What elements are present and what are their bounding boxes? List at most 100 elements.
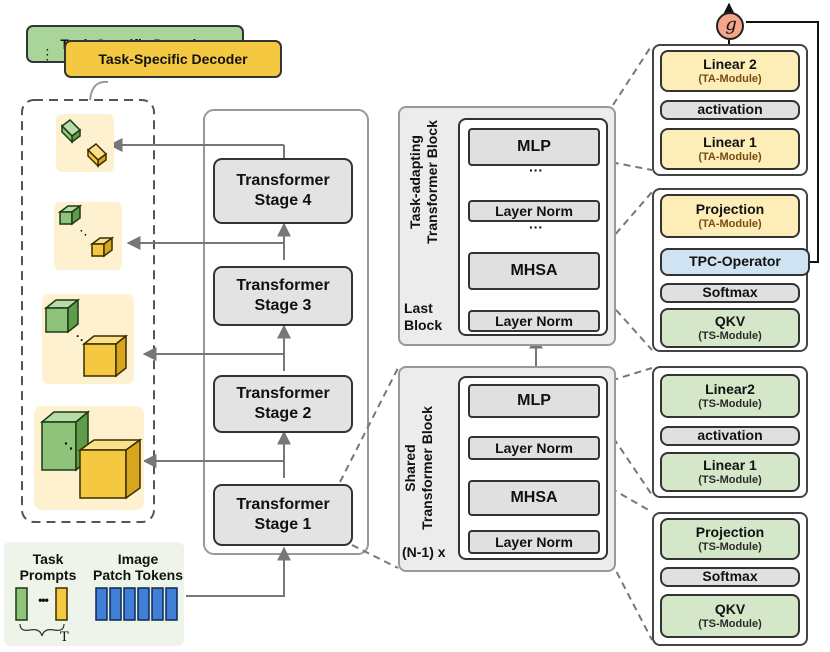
image-token-2 (109, 587, 122, 621)
ta-linear1-sub: (TA-Module) (698, 151, 762, 164)
shared-block-title: Shared Transformer Block (402, 406, 435, 530)
cube-yellow-2 (81, 334, 129, 378)
cube-yellow-4 (86, 143, 108, 168)
stage-4-label: Transformer Stage 4 (236, 172, 330, 209)
transformer-stage-4[interactable]: Transformer Stage 4 (213, 158, 353, 224)
shared-layer-norm-bottom[interactable]: Layer Norm (468, 530, 600, 554)
ta-mlp-label: MLP (517, 138, 551, 155)
shared-softmax-title: Softmax (702, 568, 758, 585)
ta-layer-norm-top-label: Layer Norm (495, 203, 573, 219)
decoder-front-label: Task-Specific Decoder (98, 51, 248, 67)
shared-activation-title: activation (697, 427, 763, 444)
ta-linear2-title: Linear 2 (703, 55, 757, 72)
svg-text:·: · (84, 230, 87, 241)
image-tokens-label: Image Patch Tokens (93, 551, 183, 584)
svg-text:·: · (64, 435, 69, 451)
svg-text:·: · (69, 440, 74, 456)
svg-text:·: · (80, 226, 83, 237)
decoder-front[interactable]: Task-Specific Decoder (64, 40, 282, 78)
shared-qkv-module[interactable]: QKV (TS-Module) (660, 594, 800, 638)
ta-linear1-title: Linear 1 (703, 133, 757, 150)
ta-block-title: Task-adapting Transformer Block (407, 120, 440, 244)
transformer-stage-3[interactable]: Transformer Stage 3 (213, 266, 353, 326)
input-tokens (15, 587, 178, 637)
ta-layer-norm-bottom-label: Layer Norm (495, 313, 573, 329)
svg-text:·: · (80, 333, 84, 347)
t-label: T (60, 630, 69, 645)
cube-green-4 (60, 119, 82, 144)
shared-softmax-module[interactable]: Softmax (660, 567, 800, 587)
feature-pyramid: · · · · · · (34, 114, 144, 510)
cube-green-1 (39, 410, 91, 472)
stage-2-label: Transformer Stage 2 (236, 385, 330, 422)
shared-qkv-title: QKV (714, 600, 746, 617)
image-token-1 (95, 587, 108, 621)
ta-projection-sub: (TA-Module) (698, 218, 762, 231)
ta-dots-upper: ··· (529, 162, 543, 178)
shared-linear1-module[interactable]: Linear 1 (TS-Module) (660, 452, 800, 492)
ta-activation-title: activation (697, 101, 763, 118)
image-token-3 (123, 587, 136, 621)
shared-layer-norm-bottom-label: Layer Norm (495, 534, 573, 550)
shared-activation-module[interactable]: activation (660, 426, 800, 446)
ta-linear1-module[interactable]: Linear 1 (TA-Module) (660, 128, 800, 170)
ta-linear2-sub: (TA-Module) (698, 73, 762, 86)
shared-linear2-title: Linear2 (705, 380, 755, 397)
ta-qkv-title: QKV (714, 312, 746, 329)
shared-linear2-sub: (TS-Module) (698, 398, 762, 411)
shared-mlp-label: MLP (517, 392, 551, 409)
image-token-4 (137, 587, 150, 621)
shared-mhsa-label: MHSA (510, 489, 558, 506)
ta-activation-module[interactable]: activation (660, 100, 800, 120)
tpc-operator-module[interactable]: TPC-Operator (660, 248, 810, 276)
prompt-token-yellow (55, 587, 68, 621)
ta-softmax-title: Softmax (702, 284, 758, 301)
gate-symbol: g (725, 14, 737, 35)
ta-qkv-module[interactable]: QKV (TS-Module) (660, 308, 800, 348)
feature-panel-border (21, 99, 155, 523)
shared-mlp[interactable]: MLP (468, 384, 600, 418)
task-prompts-label: Task Prompts (19, 551, 77, 584)
shared-linear1-title: Linear 1 (703, 456, 757, 473)
ta-mhsa-label: MHSA (510, 262, 558, 279)
image-token-5 (151, 587, 164, 621)
ta-dots-lower: ··· (529, 219, 543, 235)
svg-text:·: · (76, 329, 80, 343)
cube-yellow-1 (77, 438, 143, 500)
shared-projection-sub: (TS-Module) (698, 541, 762, 554)
prompt-brace (19, 623, 65, 637)
cube-green-2 (43, 298, 81, 334)
feature-bg-4 (56, 114, 114, 172)
ta-projection-module[interactable]: Projection (TA-Module) (660, 194, 800, 238)
ta-mlp[interactable]: MLP (468, 128, 600, 166)
decoder-mid-dots: ··· (46, 45, 50, 66)
ta-softmax-module[interactable]: Softmax (660, 283, 800, 303)
transformer-stage-2[interactable]: Transformer Stage 2 (213, 375, 353, 433)
stage-3-label: Transformer Stage 3 (236, 277, 330, 314)
cube-green-3 (57, 204, 83, 226)
shared-qkv-sub: (TS-Module) (698, 618, 762, 631)
ta-qkv-sub: (TS-Module) (698, 330, 762, 343)
shared-linear2-module[interactable]: Linear2 (TS-Module) (660, 374, 800, 418)
shared-repeat-label: (N-1) x (402, 544, 446, 560)
shared-mhsa[interactable]: MHSA (468, 480, 600, 516)
cube-yellow-3 (89, 236, 115, 258)
shared-layer-norm-top[interactable]: Layer Norm (468, 436, 600, 460)
shared-projection-title: Projection (695, 523, 765, 540)
transformer-stage-1[interactable]: Transformer Stage 1 (213, 484, 353, 546)
shared-layer-norm-top-label: Layer Norm (495, 440, 573, 456)
ta-linear2-module[interactable]: Linear 2 (TA-Module) (660, 50, 800, 92)
ta-mhsa[interactable]: MHSA (468, 252, 600, 290)
stage-1-label: Transformer Stage 1 (236, 496, 330, 533)
ta-layer-norm-top[interactable]: Layer Norm (468, 200, 600, 222)
ta-layer-norm-bottom[interactable]: Layer Norm (468, 310, 600, 332)
ta-projection-title: Projection (695, 200, 765, 217)
prompt-token-green (15, 587, 28, 621)
shared-projection-module[interactable]: Projection (TS-Module) (660, 518, 800, 560)
ta-last-block-label: Last Block (404, 300, 443, 333)
shared-linear1-sub: (TS-Module) (698, 474, 762, 487)
tpc-operator-title: TPC-Operator (689, 253, 781, 270)
image-token-6 (165, 587, 178, 621)
prompt-ellipsis: ••• (38, 593, 49, 607)
gate-circle (716, 12, 744, 40)
